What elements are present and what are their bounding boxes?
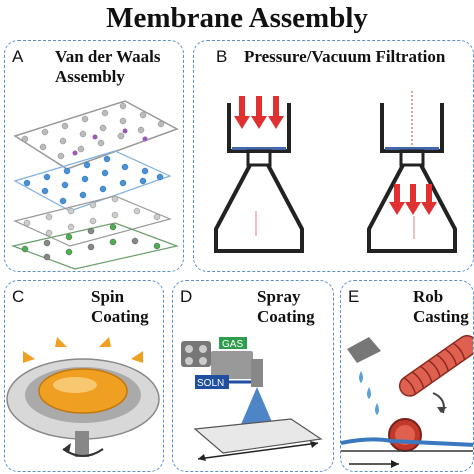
spin-coater-illustration xyxy=(6,337,160,457)
panel-spin-coating: C Spin Coating xyxy=(4,280,164,472)
panel-a-title: Van der Waals Assembly xyxy=(55,47,161,87)
panel-spray-coating: D Spray Coating GAS SOLN xyxy=(172,280,334,472)
panel-letter-c: C xyxy=(12,287,25,306)
panel-b-title: Pressure/Vacuum Filtration xyxy=(244,47,446,66)
filtration-illustration xyxy=(214,91,457,253)
panel-c-title-line2: Coating xyxy=(91,307,149,326)
soln-label: SOLN xyxy=(197,378,224,389)
panel-letter-e: E xyxy=(348,287,360,306)
panel-e-title: Rob Casting xyxy=(413,287,469,327)
panel-a-title-line2: Assembly xyxy=(55,67,125,86)
panel-d-title: Spray Coating xyxy=(257,287,315,327)
panel-d-title-line2: Coating xyxy=(257,307,315,326)
panel-letter-d: D xyxy=(180,287,193,306)
panel-a-title-line1: Van der Waals xyxy=(55,47,161,66)
layered-lattice-illustration xyxy=(10,100,180,270)
panel-c-title: Spin Coating xyxy=(91,287,149,327)
figure-title: Membrane Assembly xyxy=(106,2,368,34)
panel-c-title-line1: Spin xyxy=(91,287,125,306)
panel-letter-b: B xyxy=(216,47,228,66)
panel-van-der-waals: A Van der Waals Assembly xyxy=(4,40,184,272)
panel-e-title-line1: Rob xyxy=(413,287,444,306)
gas-label: GAS xyxy=(222,339,243,350)
spray-coater-illustration: GAS SOLN xyxy=(181,337,323,461)
vacuum-funnel xyxy=(367,91,457,253)
panel-e-title-line2: Casting xyxy=(413,307,469,326)
rod-casting-illustration xyxy=(341,335,473,468)
panel-rob-casting: E Rob Casting xyxy=(340,280,474,472)
rod xyxy=(398,335,473,397)
pressure-funnel xyxy=(214,96,304,253)
panel-pressure-vacuum-filtration: B Pressure/Vacuum Filtration xyxy=(193,40,474,272)
panel-letter-a: A xyxy=(12,47,24,66)
panel-d-title-line1: Spray xyxy=(257,287,301,306)
